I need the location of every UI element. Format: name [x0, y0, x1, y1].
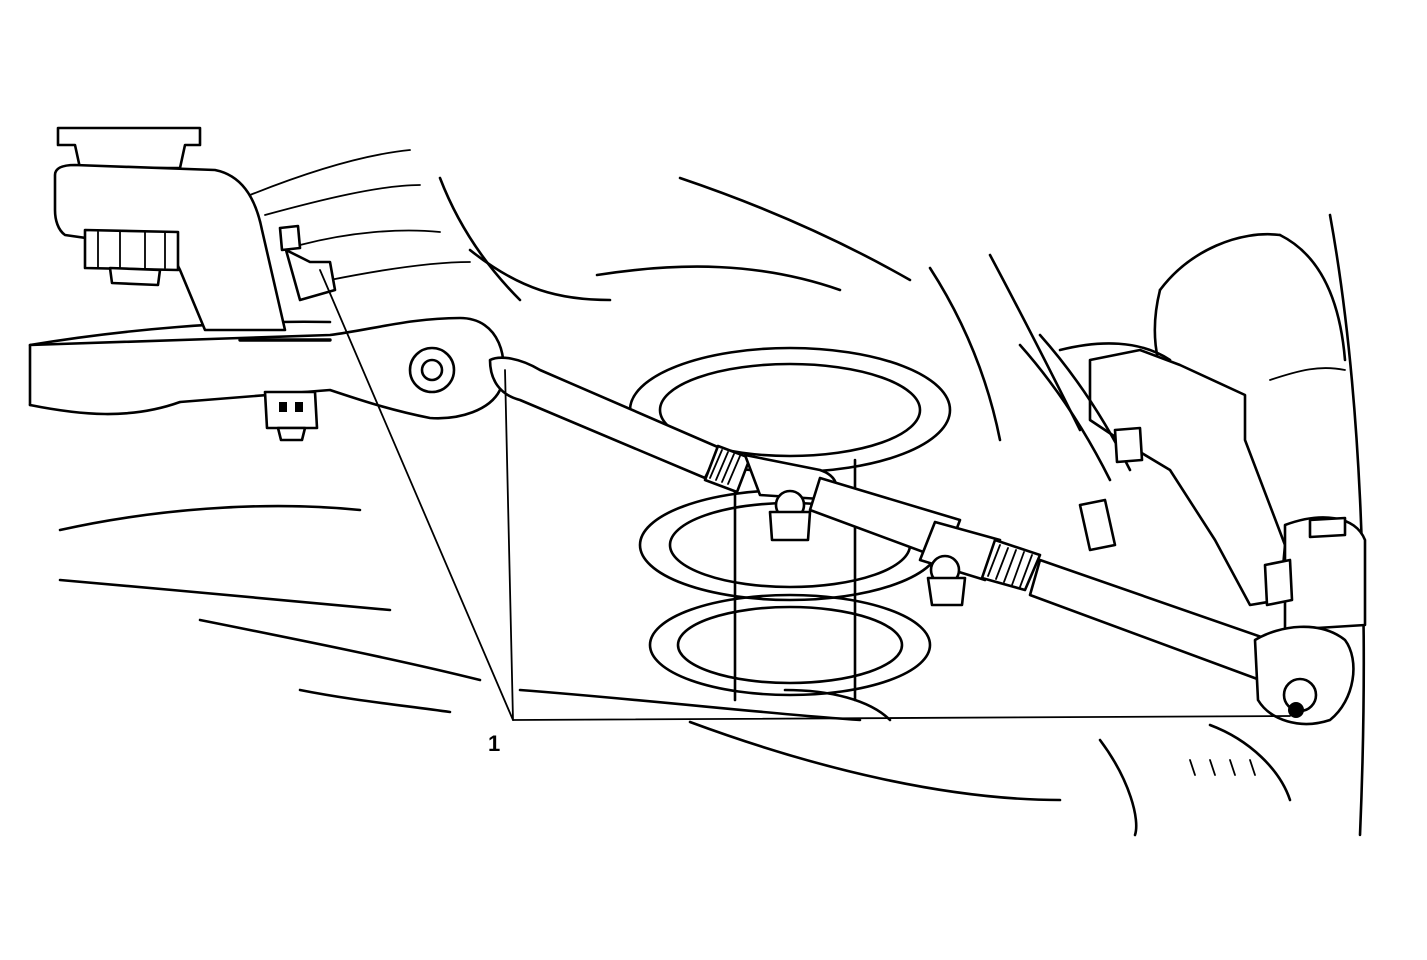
left-mount-bracket	[53, 126, 337, 332]
callout-label-1: 1	[488, 731, 500, 756]
crossmember	[28, 316, 505, 442]
tie-rod-assembly	[488, 356, 1355, 726]
callout-leaders	[319, 269, 1291, 721]
steering-knuckle	[1018, 333, 1367, 632]
